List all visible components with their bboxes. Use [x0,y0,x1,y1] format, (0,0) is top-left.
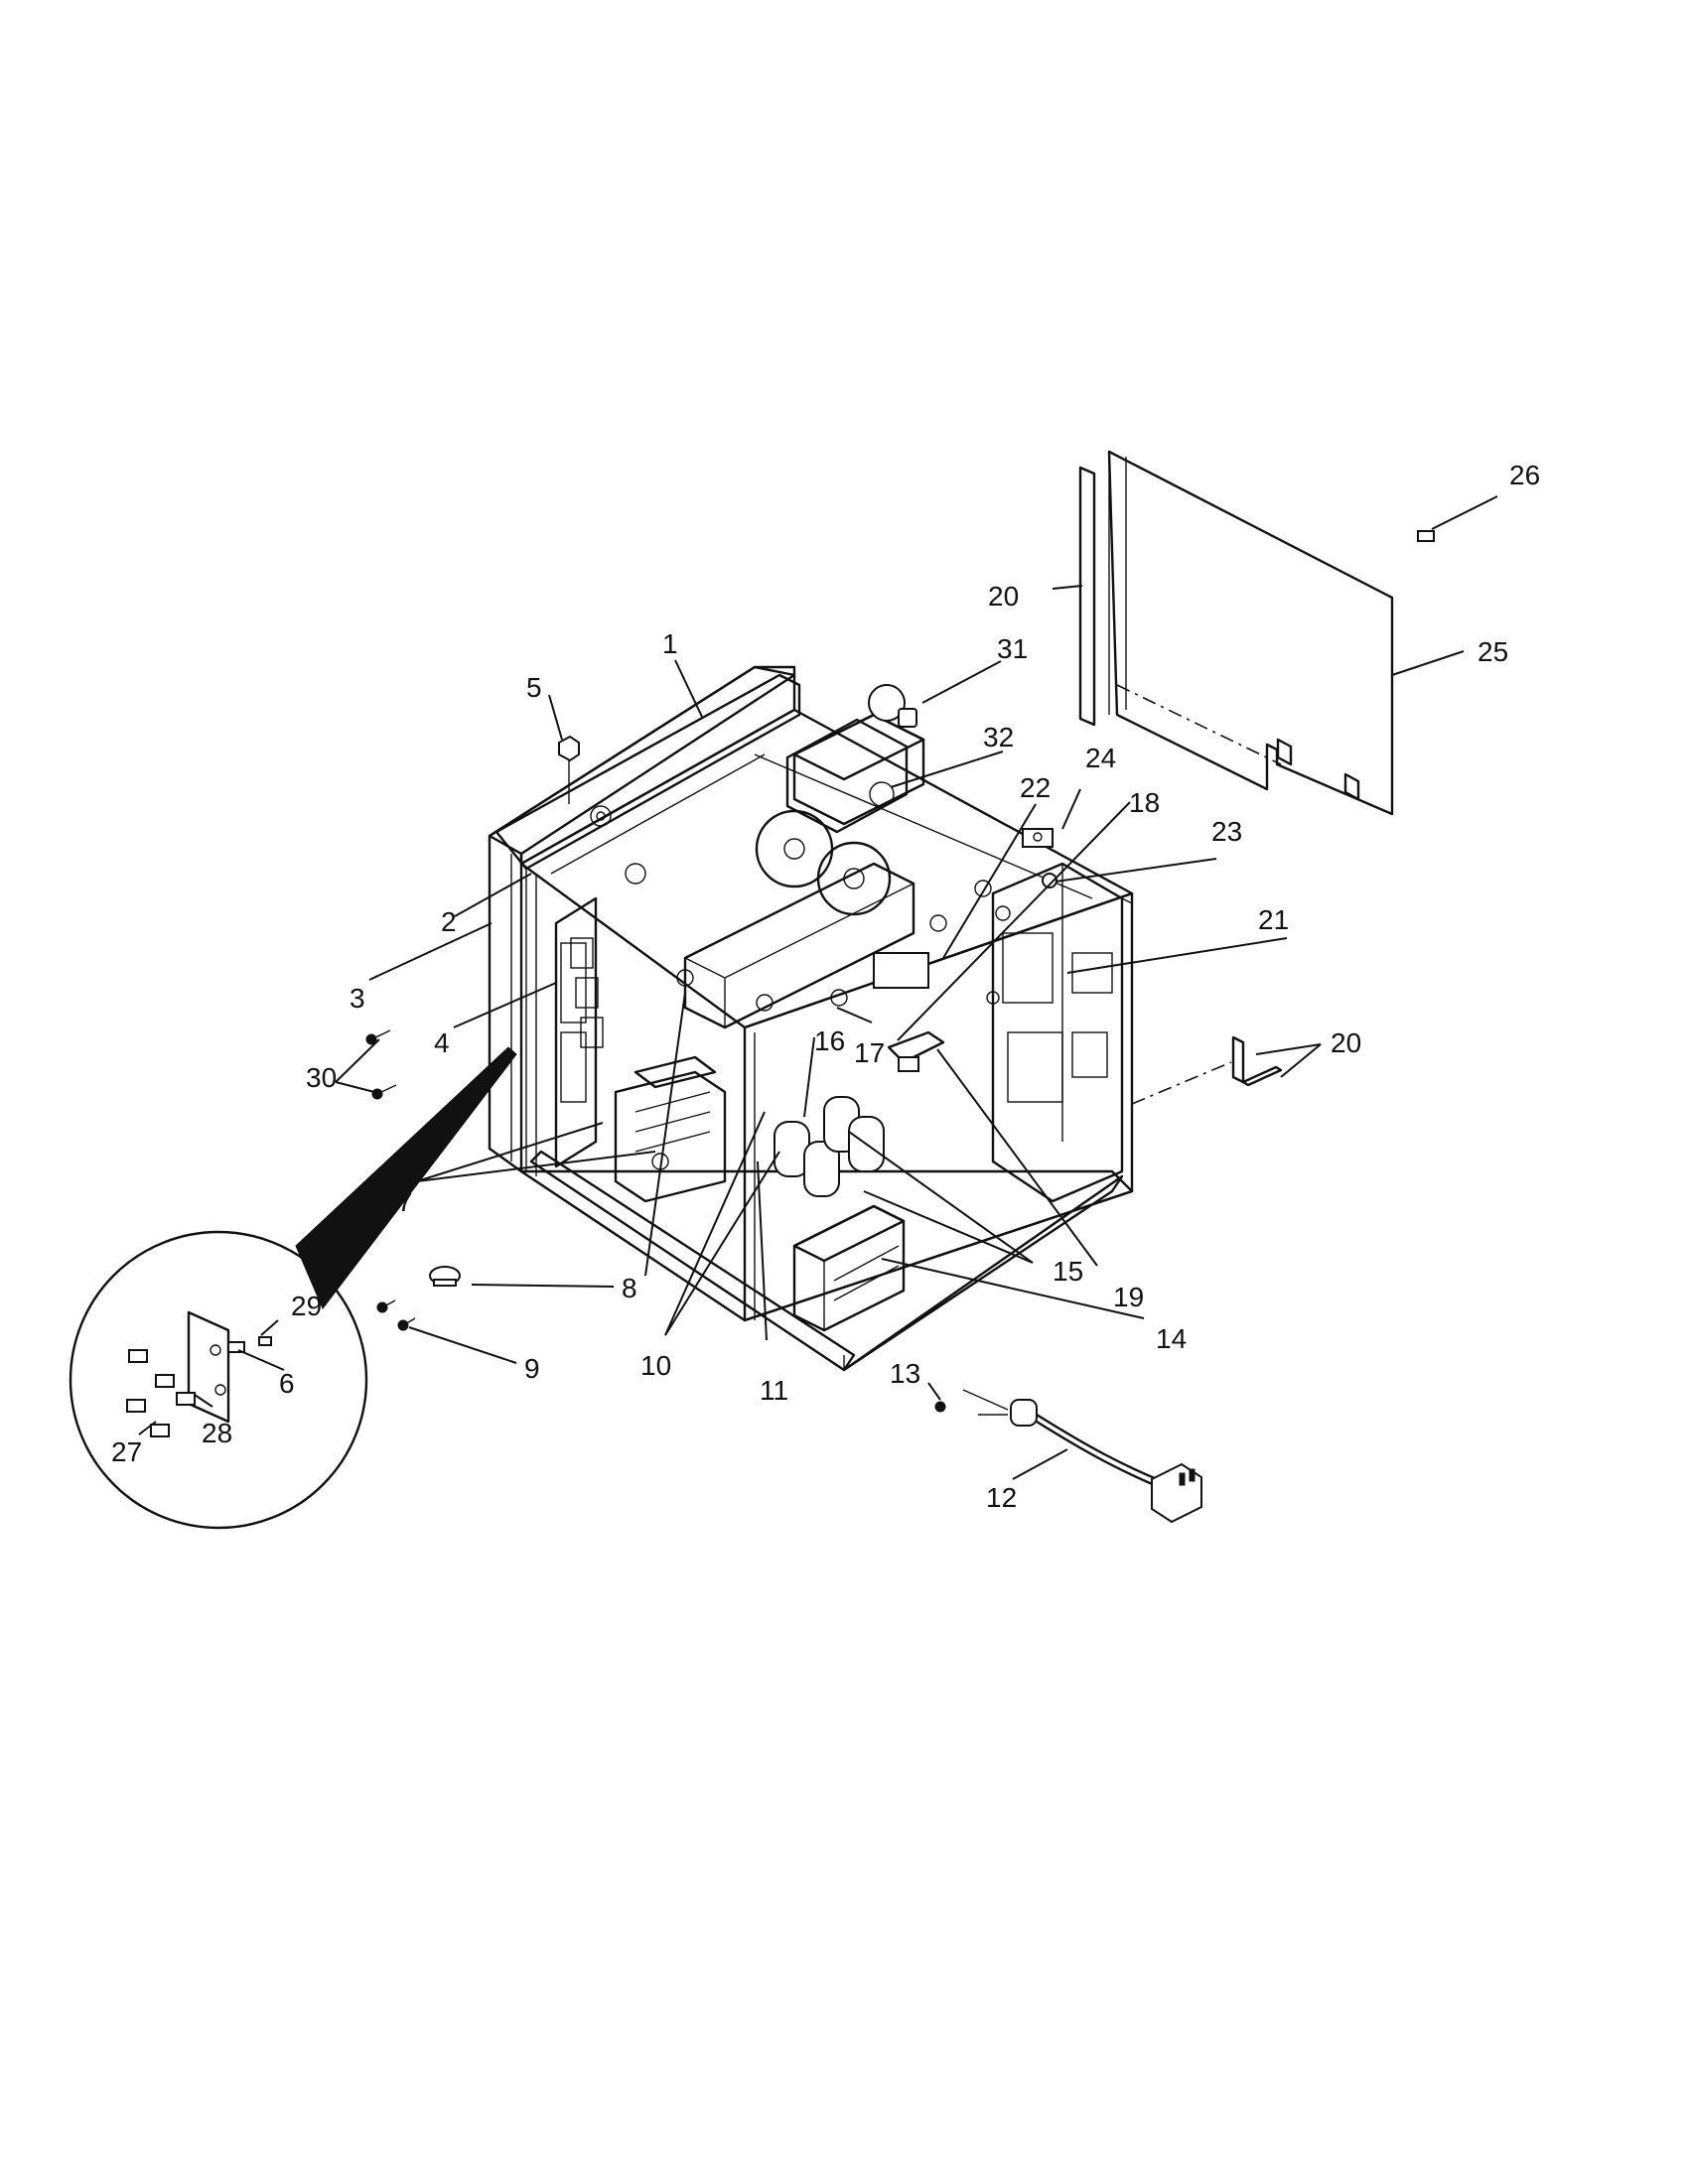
callout-11: 11 [760,1375,788,1406]
screw-26 [1417,530,1435,542]
sensor-19 [887,1030,945,1072]
callout-2: 2 [441,906,457,937]
callout-10: 10 [640,1350,671,1381]
callout-3: 3 [350,983,365,1014]
callout-16: 16 [814,1025,845,1056]
callout-29: 29 [291,1291,322,1321]
callout-26: 26 [1509,460,1540,490]
callout-9: 9 [524,1353,540,1384]
callout-20-top: 20 [988,581,1019,612]
callout-5: 5 [526,672,542,703]
cabinet-assembly [488,665,1134,1372]
callout-14: 14 [1156,1323,1187,1354]
callout-19: 19 [1113,1282,1144,1312]
thermostat-8 [429,1266,461,1287]
hv-transformer [792,1204,906,1332]
relay-block [570,937,604,1048]
callout-8: 8 [622,1273,637,1303]
power-cord-12 [962,1389,1202,1524]
strip-20-left [1078,466,1096,727]
callout-17: 17 [854,1037,885,1068]
rear-panel-25 [1107,450,1394,816]
callout-4: 4 [434,1027,450,1058]
callout-12: 12 [986,1482,1017,1513]
relay-22 [873,952,929,989]
callout-23: 23 [1211,816,1242,847]
bulb-31 [868,684,917,728]
bracket-20-right [1231,1035,1283,1087]
capacitors [774,1096,885,1197]
callout-25: 25 [1477,636,1508,667]
callout-28: 28 [202,1418,232,1448]
inset-detail [69,1046,517,1530]
screw-13 [934,1401,946,1413]
callout-labels: 1 2 3 4 5 6 7 8 9 10 11 12 13 14 15 16 1… [111,460,1540,1513]
callout-24: 24 [1085,743,1116,773]
latch-24 [1022,828,1054,848]
callout-32: 32 [983,722,1014,752]
callout-6: 6 [279,1368,295,1399]
callout-15: 15 [1053,1256,1083,1287]
screws-9 [376,1299,416,1331]
leader-lines [138,495,1498,1480]
callout-27: 27 [111,1436,142,1467]
stirrer-gears [683,809,915,1029]
control-board-bay [991,862,1133,1203]
callout-20-bottom: 20 [1331,1027,1361,1058]
callout-30: 30 [306,1062,337,1093]
callout-1: 1 [662,628,678,659]
callout-21: 21 [1258,904,1289,935]
callout-7: 7 [397,1186,413,1217]
callout-22: 22 [1020,772,1051,803]
callout-31: 31 [997,633,1028,664]
callout-13: 13 [890,1358,920,1389]
transformer [614,1055,727,1203]
nut-5 [558,735,580,762]
screw-30 [365,1029,397,1100]
callout-18: 18 [1129,787,1160,818]
motor-32 [785,718,909,834]
